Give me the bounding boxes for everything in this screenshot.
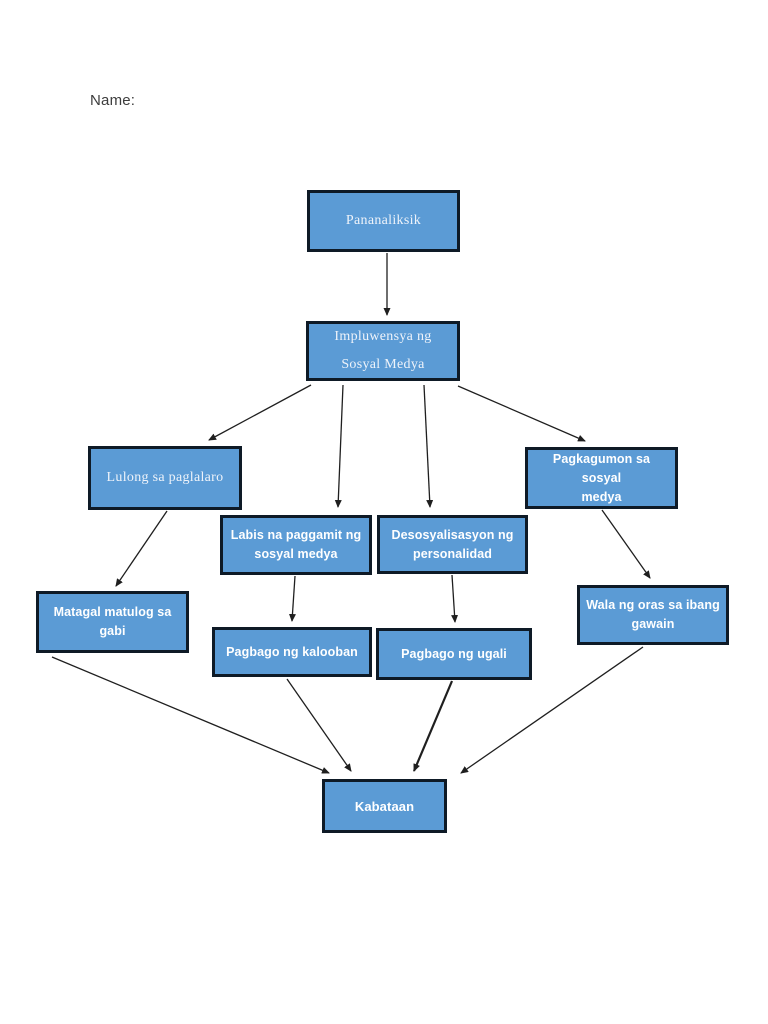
arrow-impluwensya-to-desosyalisasyon [423,384,434,508]
node-desosyalisasyon: Desosyalisasyon ng personalidad [377,515,528,574]
arrow-impluwensya-to-labis [334,384,344,508]
node-impluwensya-ng-sosyal-medya: Impluwensya ng Sosyal Medya [306,321,460,381]
arrow-impluwensya-to-pagkagumon [457,385,586,442]
arrow-desosyalisasyon-to-ugali [451,574,459,623]
arrow-lulong-to-matagal [115,510,168,587]
arrow-kalooban-to-kabataan [286,678,352,772]
node-pagkagumon-sa-sosyal-medya: Pagkagumon sa sosyal medya [525,447,678,509]
name-label: Name: [90,92,136,109]
node-pagbago-ng-ugali: Pagbago ng ugali [376,628,532,680]
node-labis-na-paggamit: Labis na paggamit ng sosyal medya [220,515,372,575]
arrow-impluwensya-to-lulong [208,384,312,441]
node-kabataan: Kabataan [322,779,447,833]
arrow-ugali-to-kabataan [412,680,454,772]
arrow-pagkagumon-to-wala [601,509,651,579]
node-matagal-matulog: Matagal matulog sa gabi [36,591,189,653]
node-lulong-sa-paglalaro: Lulong sa paglalaro [88,446,242,510]
node-pananaliksik: Pananaliksik [307,190,460,252]
arrow-labis-to-kalooban [288,575,296,622]
node-pagbago-ng-kalooban: Pagbago ng kalooban [212,627,372,677]
node-wala-ng-oras: Wala ng oras sa ibang gawain [577,585,729,645]
